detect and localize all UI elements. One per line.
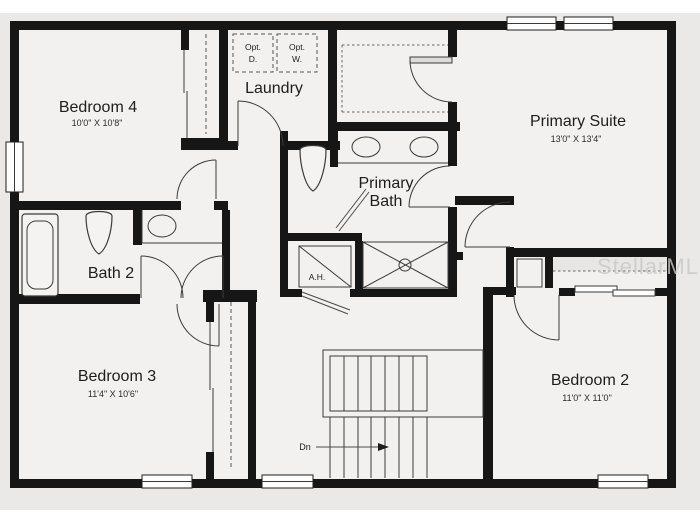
optional-dryer-label-line1: Opt. [245,42,261,52]
fixtures: A.H. Opt. D. Opt. W. [21,33,449,297]
vanity-bath2 [141,210,222,244]
room-label-bedroom-4: Bedroom 4 [59,99,137,116]
room-dims-bedroom-3: 11'4" X 10'6" [88,389,138,399]
room-label-primary-bath-line1: Primary [358,175,413,192]
shower [362,241,449,289]
air-handler-label: A.H. [309,272,326,282]
window [141,474,193,489]
closets [183,34,667,468]
bedroom2-closet [516,257,667,297]
bedroom4-closet [183,34,207,138]
door-primary-suite [464,201,511,248]
room-label-primary-bath-line2: Bath [370,193,403,210]
window [506,16,557,31]
stairs-down-label: Dn [299,442,311,452]
walls [10,21,676,488]
watermark-text: StellarMLS [597,254,700,279]
room-label-bath-2: Bath 2 [88,265,134,282]
door-laundry [237,100,284,147]
window [261,474,314,489]
doors [140,56,560,347]
optional-washer-label-line1: Opt. [289,42,305,52]
stairs: Dn [299,349,484,478]
room-dims-primary-suite: 13'0" X 13'4" [551,134,602,144]
door-air-handler [301,291,351,315]
door-bedroom4 [176,159,217,200]
optional-washer: Opt. W. [276,33,318,73]
room-label-laundry: Laundry [245,80,303,97]
room-dims-bedroom-2: 11'0" X 11'0" [562,393,612,403]
window [563,16,614,31]
door-bath2-a [140,255,184,299]
room-labels: Bedroom 4 10'0" X 10'8" Laundry Primary … [59,80,629,403]
bathtub [21,213,59,297]
door-bath2-b [180,255,224,299]
stairs-down-arrow: Dn [299,442,389,452]
air-handler-unit: A.H. [298,245,352,288]
optional-washer-label-line2: W. [292,54,302,64]
room-dims-bedroom-4: 10'0" X 10'8" [72,118,123,128]
door-toilet-nook [335,188,370,232]
optional-dryer: Opt. D. [232,33,274,73]
door-primary-bath [408,165,451,208]
window [5,141,24,193]
bedroom3-closet [209,302,232,468]
door-bedroom3 [176,303,220,347]
door-bedroom2 [513,294,560,341]
window [597,474,649,489]
vanity-primary [338,136,448,164]
door-primary-closet [409,56,453,103]
toilet-bath2 [85,210,113,255]
windows [5,16,649,489]
primary-closet-shelving [341,44,448,113]
room-label-bedroom-3: Bedroom 3 [78,368,156,385]
room-label-primary-suite: Primary Suite [530,113,626,130]
optional-dryer-label-line2: D. [249,54,258,64]
toilet-primary [299,144,327,192]
room-label-bedroom-2: Bedroom 2 [551,372,629,389]
